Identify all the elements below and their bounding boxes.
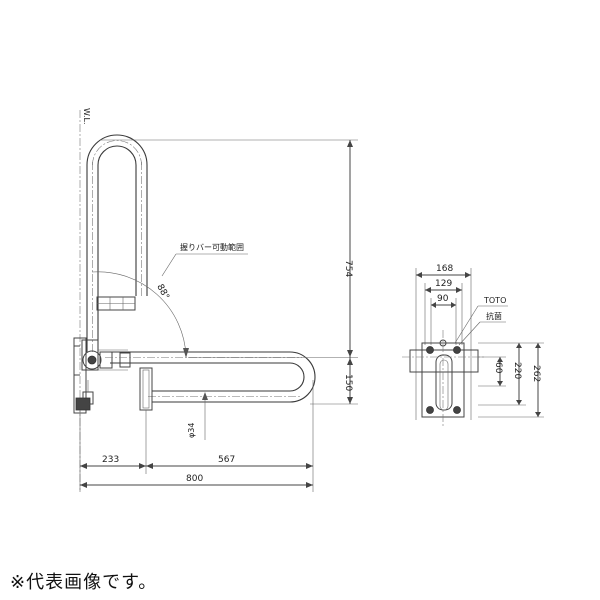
height-220-label: 220: [512, 362, 522, 379]
height-150-label: 150: [343, 374, 353, 391]
height-754-label: 754: [343, 260, 353, 277]
depth-233-label: 233: [102, 455, 119, 465]
width-90-label: 90: [437, 294, 449, 304]
height-262-label: 262: [531, 365, 541, 382]
height-60-label: 60: [493, 362, 503, 374]
pipe-diameter-label: φ34: [187, 423, 196, 438]
side-bar-body: [409, 349, 479, 373]
rotation-indicator: 88° 握りバー可動範囲: [91, 242, 248, 358]
width-168-label: 168: [436, 264, 453, 274]
side-view: 168 129 90 TOTO 抗菌: [402, 264, 544, 428]
depth-567-label: 567: [218, 455, 235, 465]
anti-bacterial-label: 抗菌: [486, 311, 502, 321]
hinge-circle: [82, 350, 102, 370]
toto-brand-label: TOTO: [483, 296, 506, 305]
vertical-dimensions: 754 150: [100, 139, 358, 405]
front-view: W.L.: [73, 108, 358, 492]
horizontal-dimensions: 233 567 800: [79, 380, 314, 492]
representative-image-caption: ※代表画像です。: [10, 572, 158, 593]
upper-grab-bar: [86, 134, 148, 352]
swing-arm: [82, 351, 316, 411]
technical-drawing: W.L.: [73, 108, 544, 492]
upper-holder: [96, 296, 136, 311]
width-129-label: 129: [435, 279, 452, 289]
wall-line-label: W.L.: [82, 108, 91, 125]
arm-grip: [139, 367, 153, 411]
wall-bracket: [73, 337, 131, 414]
depth-800-label: 800: [186, 474, 203, 484]
diameter-callout: φ34: [187, 392, 208, 440]
rotation-angle-label: 88°: [154, 283, 170, 302]
movable-range-annotation: 握りバー可動範囲: [180, 242, 244, 252]
